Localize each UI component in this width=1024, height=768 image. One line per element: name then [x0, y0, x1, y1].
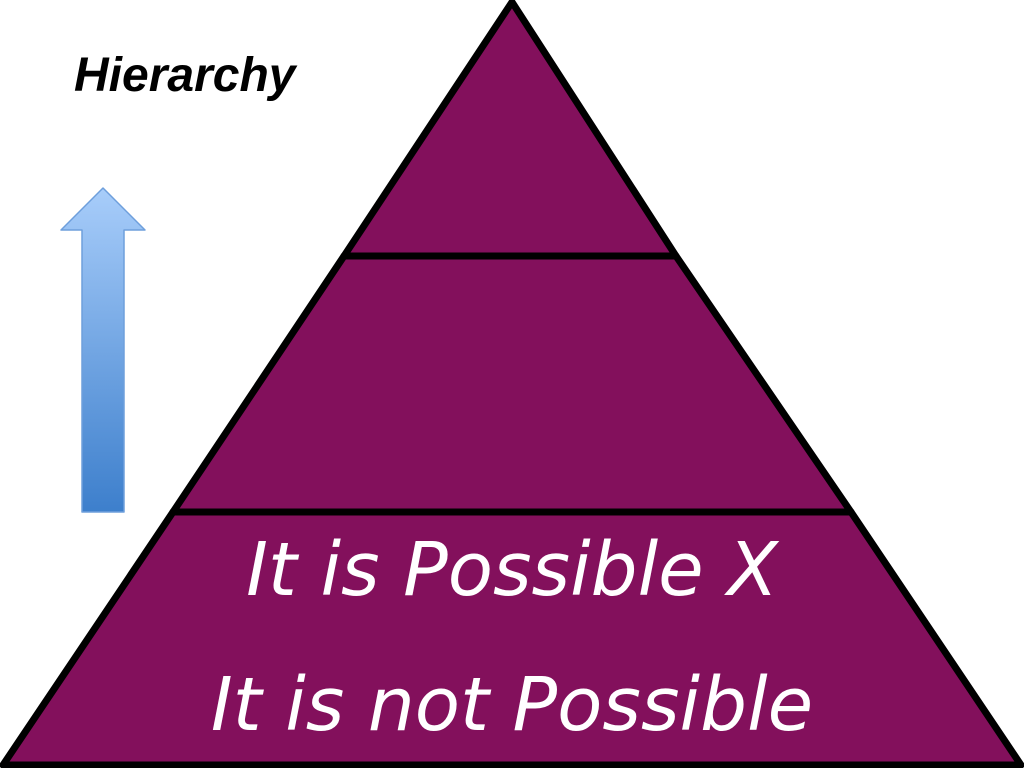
slide-title: Hierarchy [74, 49, 296, 102]
up-arrow-icon [60, 187, 146, 513]
pyramid-bottom-line-2: It is not Possible [211, 662, 813, 748]
pyramid-tier-top [340, 0, 680, 260]
pyramid-tier-middle [169, 252, 855, 516]
pyramid-tier-bottom [0, 508, 1024, 768]
pyramid-bottom-line-1: It is Possible X [246, 527, 780, 613]
